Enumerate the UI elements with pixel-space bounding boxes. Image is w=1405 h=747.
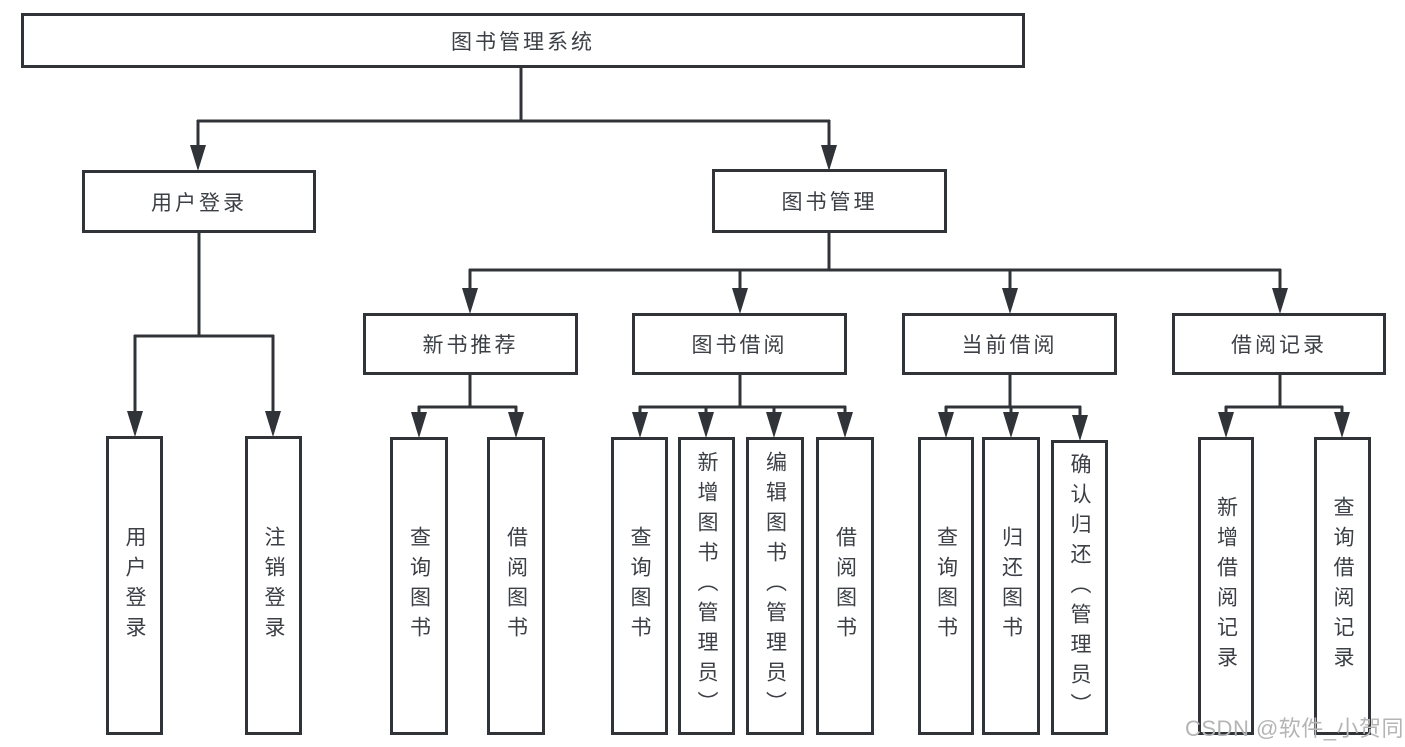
node-label: 借阅图书	[833, 526, 857, 646]
node-user-login: 用户登录	[82, 170, 316, 233]
node-label: 用户登录	[123, 525, 146, 646]
node-logout: 注销登录	[245, 436, 302, 735]
node-add-books-admin: 新增图书（管理员）	[678, 437, 735, 735]
watermark-text: CSDN @软件_小贺同学	[1185, 716, 1405, 741]
node-label: 查询借阅记录	[1331, 496, 1354, 676]
node-label: 注销登录	[262, 525, 285, 646]
node-label: 确认归还（管理员）	[1068, 452, 1091, 723]
node-label: 图书管理系统	[451, 30, 595, 54]
node-label: 用户登录	[151, 191, 247, 215]
node-label: 查询图书	[628, 526, 651, 646]
node-query-borrow-record: 查询借阅记录	[1314, 437, 1371, 735]
node-label: 当前借阅	[961, 334, 1058, 357]
node-book-management: 图书管理	[712, 169, 947, 233]
node-edit-books-admin: 编辑图书（管理员）	[746, 437, 804, 735]
node-add-borrow-record: 新增借阅记录	[1198, 437, 1254, 735]
node-query-books-2: 查询图书	[611, 437, 668, 735]
node-current-borrowing: 当前借阅	[902, 313, 1117, 375]
node-label: 新增图书（管理员）	[695, 451, 718, 721]
node-label: 查询图书	[407, 526, 431, 646]
node-borrow-books: 借阅图书	[487, 437, 545, 735]
node-label: 图书借阅	[691, 334, 788, 357]
node-label: 查询图书	[934, 526, 958, 646]
node-confirm-return-admin: 确认归还（管理员）	[1051, 440, 1108, 735]
node-label: 新书推荐	[422, 334, 519, 357]
node-query-books-3: 查询图书	[918, 437, 974, 735]
node-label: 借阅记录	[1231, 334, 1327, 357]
node-label: 编辑图书（管理员）	[763, 451, 787, 721]
node-borrowing-records: 借阅记录	[1172, 313, 1386, 375]
node-new-book-recommendation: 新书推荐	[363, 313, 578, 375]
arrowheads	[127, 145, 1350, 441]
node-library-management-system: 图书管理系统	[21, 13, 1025, 68]
node-label: 归还图书	[999, 526, 1023, 646]
node-book-borrowing: 图书借阅	[632, 313, 847, 375]
node-query-books: 查询图书	[390, 437, 448, 735]
node-user-login-leaf: 用户登录	[106, 436, 163, 735]
node-borrow-books-2: 借阅图书	[816, 437, 874, 735]
node-label: 新增借阅记录	[1214, 496, 1238, 676]
node-return-books: 归还图书	[982, 437, 1040, 735]
node-label: 借阅图书	[504, 526, 528, 646]
node-label: 图书管理	[781, 191, 878, 214]
